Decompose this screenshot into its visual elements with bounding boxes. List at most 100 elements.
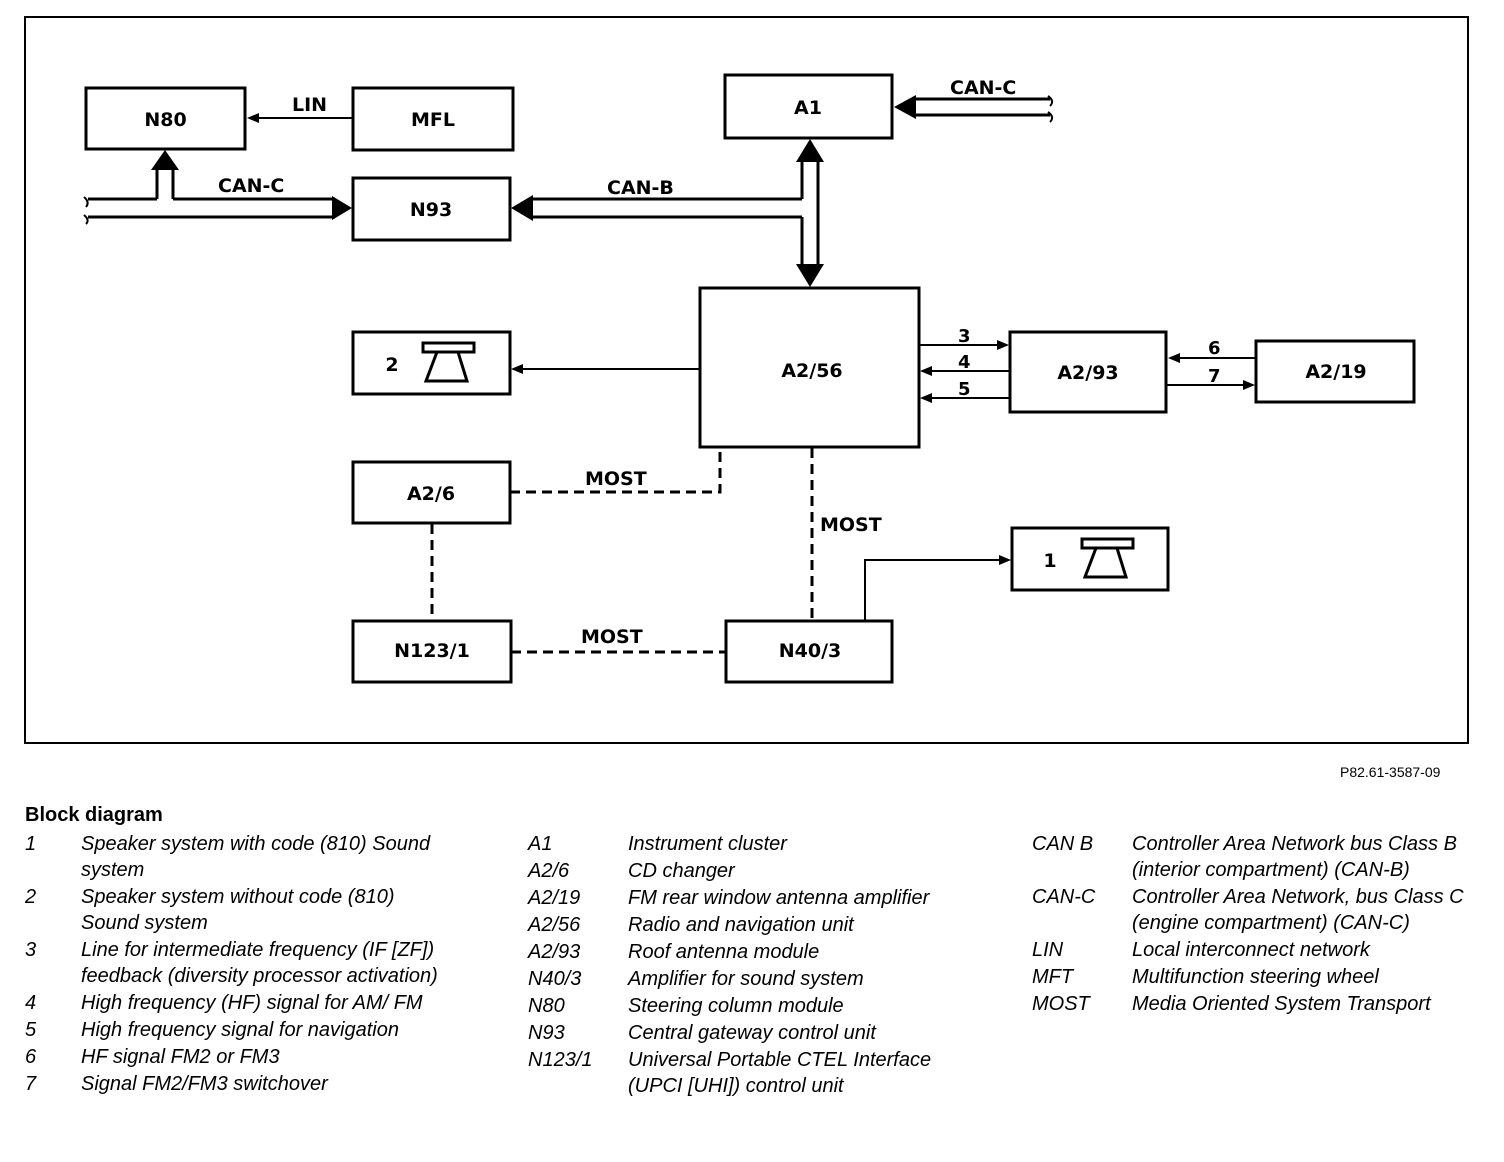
legend-row: CAN-C Controller Area Network, bus Class …: [1032, 884, 1492, 936]
can-c-left-label: CAN-C: [218, 175, 284, 197]
lines-6-7: 6 7: [1166, 338, 1256, 390]
legend-key: 1: [25, 833, 37, 855]
most-n1231-n403: MOST: [511, 626, 726, 654]
legend-description: Speaker system without code (810) Sound …: [81, 886, 395, 934]
legend-key: 4: [25, 992, 37, 1014]
legend-row: A2/93 Roof antenna module: [528, 939, 978, 965]
box-mfl: MFL: [351, 86, 515, 152]
box-n1231-label: N123/1: [394, 640, 470, 662]
box-mfl-label: MFL: [411, 109, 455, 131]
line-5-label: 5: [958, 379, 971, 400]
box-n1231: N123/1: [351, 619, 513, 684]
legend-key: CAN-C: [1032, 886, 1096, 908]
can-c-left-bus: CAN-C: [83, 150, 352, 225]
legend-key: 7: [25, 1073, 37, 1095]
legend-description: Radio and navigation unit: [628, 914, 854, 936]
legend-description: Multifunction steering wheel: [1132, 966, 1379, 988]
legend-key: 3: [25, 939, 37, 961]
most-a26-label: MOST: [585, 468, 647, 490]
legend-description: Speaker system with code (810) Sound sys…: [81, 833, 431, 881]
legend-key: A1: [528, 833, 553, 855]
legend-key: N93: [528, 1022, 565, 1044]
legend-key: LIN: [1032, 939, 1064, 961]
legend-description: Central gateway control unit: [628, 1022, 876, 1044]
block-diagram: N80 MFL N93 A1 A2/56 A2/93 A2/19 A2/6 N1…: [24, 16, 1469, 744]
legend-description: High frequency signal for navigation: [81, 1019, 399, 1041]
lines-3-4-5: 3 4 5: [919, 326, 1010, 403]
box-a26: A2/6: [351, 460, 512, 525]
most-a26-a256: MOST: [510, 448, 722, 494]
can-c-top-bus: CAN-C: [894, 77, 1054, 123]
legend-description: FM rear window antenna amplifier: [628, 887, 930, 909]
line-7-label: 7: [1208, 366, 1221, 387]
legend-key: A2/19: [528, 887, 581, 909]
most-vertical-label: MOST: [820, 514, 882, 536]
legend-column-1: 1 Speaker system with code (810) Sound sy…: [25, 831, 455, 1098]
legend-row: 3 Line for intermediate frequency (IF [ZF…: [25, 937, 455, 989]
legend-title: Block diagram: [25, 804, 163, 826]
box-n403: N40/3: [724, 619, 894, 684]
legend-description: Amplifier for sound system: [628, 968, 864, 990]
legend-row: 5 High frequency signal for navigation: [25, 1017, 455, 1043]
box-speaker-2: 2: [351, 330, 512, 396]
legend-row: 1 Speaker system with code (810) Sound sy…: [25, 831, 455, 883]
legend-row: 6 HF signal FM2 or FM3: [25, 1044, 455, 1070]
box-a219: A2/19: [1254, 339, 1416, 404]
box-a293: A2/93: [1008, 330, 1168, 414]
legend-row: A2/19 FM rear window antenna amplifier: [528, 885, 978, 911]
box-n80: N80: [84, 86, 247, 151]
legend-row: CAN B Controller Area Network bus Class B…: [1032, 831, 1492, 883]
box-n93: N93: [351, 176, 512, 242]
legend-key: N40/3: [528, 968, 582, 990]
speaker-2-label: 2: [385, 354, 398, 376]
box-a1: A1: [723, 73, 894, 140]
box-a293-label: A2/93: [1057, 362, 1118, 384]
box-a256: A2/56: [698, 286, 921, 449]
legend-key: 5: [25, 1019, 37, 1041]
most-a256-n403: MOST: [810, 448, 882, 620]
legend-description: Roof antenna module: [628, 941, 820, 963]
legend-row: A2/6 CD changer: [528, 858, 978, 884]
legend-description: Universal Portable CTEL Interface (UPCI …: [628, 1049, 932, 1097]
line-a256-speaker2: [511, 364, 700, 374]
speaker-icon: [421, 341, 476, 383]
legend-row: N40/3 Amplifier for sound system: [528, 966, 978, 992]
speaker-icon: [1080, 537, 1135, 579]
legend-key: 6: [25, 1046, 37, 1068]
legend-description: CD changer: [628, 860, 735, 882]
legend-description: Local interconnect network: [1132, 939, 1370, 961]
legend-description: Instrument cluster: [628, 833, 787, 855]
legend-key: A2/6: [528, 860, 570, 882]
legend-row: LIN Local interconnect network: [1032, 937, 1492, 963]
legend-description: Controller Area Network bus Class B (int…: [1132, 833, 1457, 881]
line-n403-speaker1: [864, 555, 1011, 621]
figure-reference: P82.61-3587-09: [1340, 764, 1441, 780]
legend-key: A2/93: [528, 941, 581, 963]
box-a256-label: A2/56: [781, 360, 842, 382]
legend-row: 2 Speaker system without code (810) Sound…: [25, 884, 455, 936]
most-bottom-label: MOST: [581, 626, 643, 648]
legend-column-3: CAN B Controller Area Network bus Class B…: [1032, 831, 1492, 1018]
box-n93-label: N93: [410, 199, 452, 221]
can-b-label: CAN-B: [607, 177, 674, 199]
legend-description: Controller Area Network, bus Class C (en…: [1132, 886, 1464, 934]
legend-description: Signal FM2/FM3 switchover: [81, 1073, 328, 1095]
legend-row: 4 High frequency (HF) signal for AM/ FM: [25, 990, 455, 1016]
speaker-1-label: 1: [1043, 550, 1056, 572]
legend-key: CAN B: [1032, 833, 1094, 855]
box-n80-label: N80: [144, 109, 186, 131]
box-a1-label: A1: [794, 97, 822, 119]
legend-description: Line for intermediate frequency (IF [ZF]…: [81, 939, 438, 987]
legend-key: 2: [25, 886, 37, 908]
legend-key: N123/1: [528, 1049, 593, 1071]
legend-key: MOST: [1032, 993, 1090, 1015]
box-n403-label: N40/3: [779, 640, 842, 662]
legend-description: High frequency (HF) signal for AM/ FM: [81, 992, 423, 1014]
line-6-label: 6: [1208, 338, 1221, 359]
line-4-label: 4: [958, 352, 971, 373]
legend-description: HF signal FM2 or FM3: [81, 1046, 280, 1068]
